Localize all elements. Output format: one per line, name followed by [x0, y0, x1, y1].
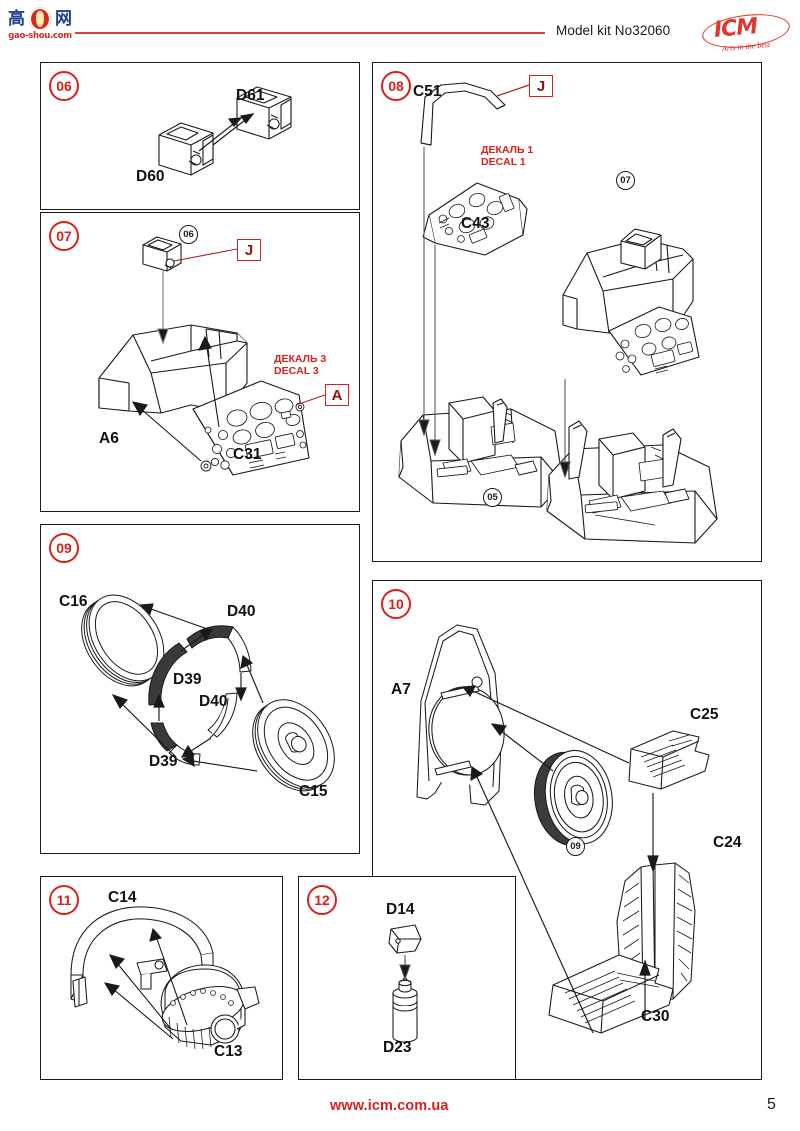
marker-j: J — [529, 75, 553, 97]
part-label-c14: C14 — [108, 889, 137, 906]
subref-circle-06: 06 — [179, 225, 198, 244]
part-label-c51: C51 — [413, 83, 442, 100]
step-badge-06: 06 — [49, 71, 79, 101]
assembly-diagram-06 — [158, 86, 292, 176]
part-label-d40-top: D40 — [227, 603, 256, 620]
watermark-characters: 高 网 — [8, 4, 72, 34]
icm-logo: ICM Arts in the best — [700, 6, 792, 56]
part-label-c15: C15 — [299, 783, 328, 800]
part-label-c13: C13 — [214, 1043, 243, 1060]
watermark-url: gao-shou.com — [8, 31, 72, 41]
header-divider-rule — [75, 32, 545, 34]
subref-circle-07: 07 — [616, 171, 635, 190]
panel-step-11: 11 — [40, 876, 283, 1080]
decal-label-3: ДЕКАЛЬ 3 DECAL 3 — [274, 353, 326, 378]
step-badge-08: 08 — [381, 71, 411, 101]
seal-icon — [29, 7, 51, 31]
panel-step-08: 08 07 05 — [372, 62, 762, 562]
step-badge-07: 07 — [49, 221, 79, 251]
watermark-char-1: 高 — [8, 8, 25, 29]
step-badge-11: 11 — [49, 885, 79, 915]
part-label-c25: C25 — [690, 706, 719, 723]
assembly-diagram-10 — [416, 624, 710, 1034]
step-badge-12: 12 — [307, 885, 337, 915]
panel-step-07: 07 06 — [40, 212, 360, 512]
part-label-d60: D60 — [136, 168, 165, 185]
panel-step-06: 06 D61 D60 — [40, 62, 360, 210]
logo-wordmark: ICM — [712, 14, 759, 43]
watermark-logo: 高 网 gao-shou.com — [8, 4, 72, 48]
marker-a: A — [325, 384, 349, 406]
part-label-d40-mid: D40 — [199, 693, 228, 710]
watermark-char-2: 网 — [55, 8, 72, 29]
assembly-diagram-07 — [98, 236, 326, 476]
subref-circle-09: 09 — [566, 837, 585, 856]
part-label-d61: D61 — [236, 87, 265, 104]
footer-website-url[interactable]: www.icm.com.ua — [330, 1098, 449, 1114]
decal-label-en: DECAL 1 — [481, 156, 526, 169]
step-badge-09: 09 — [49, 533, 79, 563]
part-label-d14: D14 — [386, 901, 415, 918]
assembly-diagram-09 — [81, 594, 335, 792]
part-label-d23: D23 — [383, 1039, 412, 1056]
part-label-c16: C16 — [59, 593, 88, 610]
part-label-c30: C30 — [641, 1008, 670, 1025]
part-label-c31: C31 — [233, 446, 262, 463]
assembly-diagram-12 — [388, 924, 422, 1043]
page-header: 高 网 gao-shou.com Model kit No32060 ICM A… — [0, 0, 800, 62]
decal-label-ru: ДЕКАЛЬ 1 — [481, 144, 534, 156]
part-label-a7: A7 — [391, 681, 411, 698]
part-label-d39-bottom: D39 — [149, 753, 178, 770]
assembly-diagram-11 — [70, 906, 260, 1050]
part-label-c43: C43 — [461, 215, 490, 232]
panel-step-12: 12 D14 D23 — [298, 876, 516, 1080]
decal-label-ru: ДЕКАЛЬ 3 — [274, 353, 327, 365]
panel-step-09: 09 — [40, 524, 360, 854]
kit-title: Model kit No32060 — [556, 23, 671, 38]
marker-j: J — [237, 239, 261, 261]
footer-page-number: 5 — [767, 1096, 776, 1113]
step-badge-10: 10 — [381, 589, 411, 619]
subref-circle-05: 05 — [483, 488, 502, 507]
part-label-c24: C24 — [713, 834, 742, 851]
decal-label-1: ДЕКАЛЬ 1 DECAL 1 — [481, 144, 533, 169]
decal-label-en: DECAL 3 — [274, 365, 319, 378]
part-label-a6: A6 — [99, 430, 119, 447]
part-label-d39-mid: D39 — [173, 671, 202, 688]
assembly-diagram-08 — [398, 82, 718, 544]
